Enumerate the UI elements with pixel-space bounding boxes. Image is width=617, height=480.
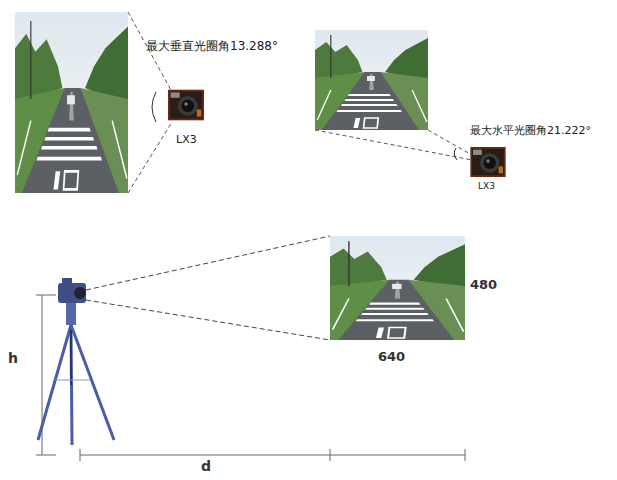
camera-model: LX3 (478, 181, 495, 191)
angle-label: 最大水平光圈角21.222° (470, 125, 591, 138)
camera-icon (168, 90, 204, 121)
road-photo (15, 12, 128, 193)
dimension-label: d (201, 458, 211, 474)
road-photo (330, 236, 465, 340)
angle-label: 最大垂直光圈角13.288° (146, 40, 278, 54)
tripod (38, 278, 114, 445)
dimension-label: h (8, 350, 18, 366)
camera-model: LX3 (176, 134, 197, 147)
camera-icon (470, 147, 505, 177)
road-photo (315, 30, 428, 130)
dimension-label: 640 (378, 350, 405, 365)
dimension-label: 480 (470, 278, 497, 293)
